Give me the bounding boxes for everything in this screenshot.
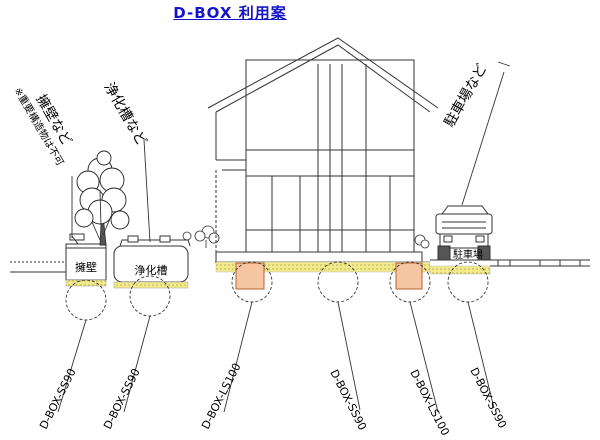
- house: [207, 37, 439, 268]
- shrub-icon: [182, 225, 430, 249]
- product-label-3: D-BOX-LS100: [199, 361, 243, 431]
- retaining-wall: 擁壁: [65, 233, 107, 287]
- car-icon: 駐車場: [435, 205, 493, 261]
- d-box-block: [235, 262, 423, 290]
- septic-tank-callout: 浄化槽など: [101, 80, 150, 149]
- leader-lines: [57, 301, 495, 413]
- callout-leaders: [71, 61, 511, 243]
- product-label-2: D-BOX-SS90: [101, 366, 143, 431]
- parking-callout: 駐車場など: [441, 61, 491, 130]
- tree-icon: [74, 150, 130, 246]
- parking-label: 駐車場: [453, 248, 483, 261]
- page-title: D-BOX 利用案: [173, 4, 287, 22]
- gravel-bed: [215, 261, 491, 275]
- retaining-wall-label: 擁壁: [75, 260, 97, 274]
- septic-tank-label: 浄化槽: [135, 263, 168, 277]
- product-label-4: D-BOX-SS90: [327, 367, 369, 432]
- product-label-1: D-BOX-SS90: [37, 366, 79, 431]
- product-label-6: D-BOX-SS90: [467, 365, 509, 430]
- septic-tank: 浄化槽: [113, 235, 191, 289]
